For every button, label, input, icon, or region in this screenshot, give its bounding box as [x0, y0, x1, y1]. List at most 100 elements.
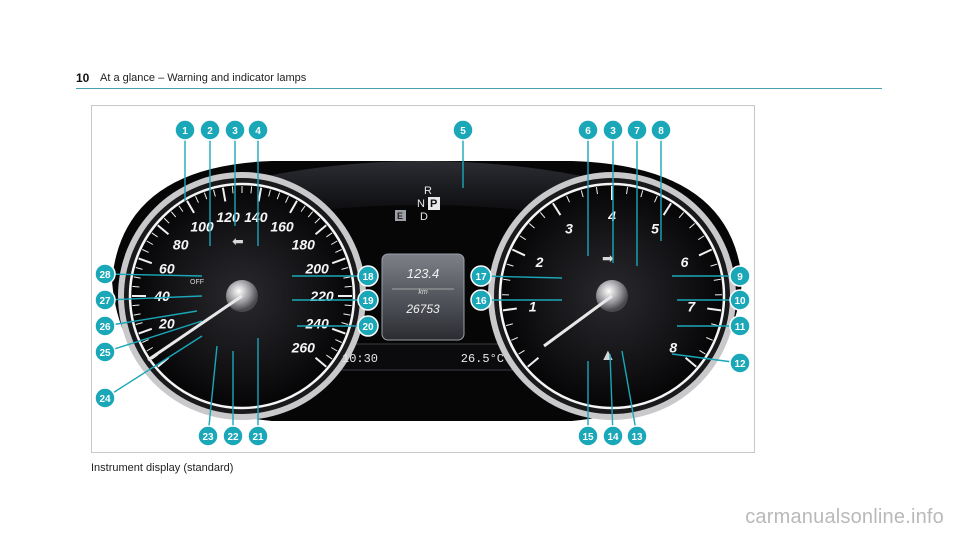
callout-number: 26: [99, 322, 111, 333]
callout-number: 24: [99, 394, 111, 405]
callout-marker: [357, 289, 379, 311]
gear-p: P: [430, 198, 437, 210]
dial-label: 2: [535, 254, 544, 270]
dial-label: 260: [291, 339, 316, 355]
dial-label: 60: [159, 261, 175, 277]
dial-tick: [195, 196, 199, 203]
dial-label: 140: [244, 209, 268, 225]
left-arrow-icon: ⬅: [232, 233, 244, 249]
callout-marker: [94, 289, 116, 311]
dial-tick: [307, 211, 314, 218]
dial-tick: [330, 347, 338, 352]
callout-number: 15: [582, 432, 594, 443]
gear-r: R: [424, 185, 432, 197]
callout-number: 3: [610, 126, 616, 137]
callout-number: 18: [362, 272, 374, 283]
callout-marker: [94, 387, 116, 409]
dial-tick: [713, 278, 721, 281]
dial-tick: [138, 257, 153, 265]
dial-tick: [707, 307, 722, 312]
callout-number: 5: [460, 126, 466, 137]
bottom-status-bar: [331, 343, 513, 371]
dial-tick: [344, 304, 352, 307]
callout-marker: [452, 119, 474, 141]
callout-number: 9: [737, 272, 743, 283]
dial-tick: [276, 192, 281, 200]
dial-tick: [314, 356, 327, 368]
callout-number: 22: [227, 432, 239, 443]
dial-tick: [213, 189, 216, 197]
dial-tick: [662, 202, 672, 216]
dial-tick: [654, 195, 658, 203]
callout-leader-line: [104, 273, 203, 277]
dial-label: 3: [565, 221, 573, 237]
dial-tick: [135, 267, 143, 270]
callout-number: 19: [362, 296, 374, 307]
callout-leader-line: [104, 310, 198, 327]
dial-tick: [268, 189, 271, 197]
dial-tick: [300, 205, 306, 212]
dial-label: 100: [190, 219, 214, 235]
callout-marker: [174, 119, 196, 141]
callout-number: 7: [634, 126, 640, 137]
dial-tick: [539, 212, 546, 219]
dial-label: 180: [292, 237, 316, 253]
callout-number: 16: [475, 296, 487, 307]
dial-tick: [697, 235, 705, 241]
page-title: At a glance – Warning and indicator lamp…: [100, 72, 307, 84]
dial-label: 8: [669, 339, 677, 355]
callout-leader-line: [480, 275, 563, 279]
page-header: 10 At a glance – Warning and indicator l…: [76, 68, 882, 89]
callout-marker: [199, 119, 221, 141]
dial-tick: [502, 307, 517, 312]
callout-marker: [94, 315, 116, 337]
dial-label: 4: [607, 208, 616, 224]
speedometer-needle: [147, 294, 243, 362]
dial-tick: [506, 263, 514, 267]
dial-tick: [511, 248, 526, 257]
dial-tick: [231, 186, 234, 194]
dial-tick: [335, 249, 342, 253]
callout-marker: [729, 352, 751, 374]
callout-marker: [197, 425, 219, 447]
dial-label: 40: [153, 288, 170, 304]
dial-label: 200: [304, 261, 329, 277]
callout-leader-line: [609, 353, 614, 437]
dial-tick: [343, 276, 351, 279]
dial-tick: [151, 232, 158, 238]
dial-tick: [314, 224, 327, 236]
gear-p-box: [428, 197, 440, 210]
gear-n: N: [417, 198, 425, 210]
dial-tick: [285, 196, 289, 203]
watermark: carmanualsonline.info: [745, 506, 944, 528]
dial-tick: [289, 200, 298, 214]
callout-number: 28: [99, 270, 111, 281]
callout-marker: [602, 119, 624, 141]
dial-tick: [505, 323, 513, 327]
callout-number: 6: [585, 126, 591, 137]
callout-marker: [470, 289, 492, 311]
dial-tick: [341, 267, 349, 270]
dial-tick: [326, 232, 333, 238]
odometer-value: 26753: [405, 302, 440, 316]
callout-marker: [626, 119, 648, 141]
callout-number: 27: [99, 296, 111, 307]
dial-tick: [519, 235, 527, 241]
dial-tick: [186, 200, 195, 214]
callout-number: 10: [734, 296, 746, 307]
dial-tick: [699, 349, 706, 355]
callout-marker: [94, 341, 116, 363]
callout-number: 23: [202, 432, 214, 443]
callout-marker: [650, 119, 672, 141]
dial-label: 80: [173, 237, 189, 253]
callout-number: 21: [252, 432, 264, 443]
dial-tick: [344, 285, 352, 288]
dial-label: 5: [651, 221, 659, 237]
page-number: 10: [76, 71, 90, 85]
dial-tick: [178, 205, 184, 212]
dial-tick: [689, 223, 696, 229]
dial-tick: [146, 347, 154, 352]
